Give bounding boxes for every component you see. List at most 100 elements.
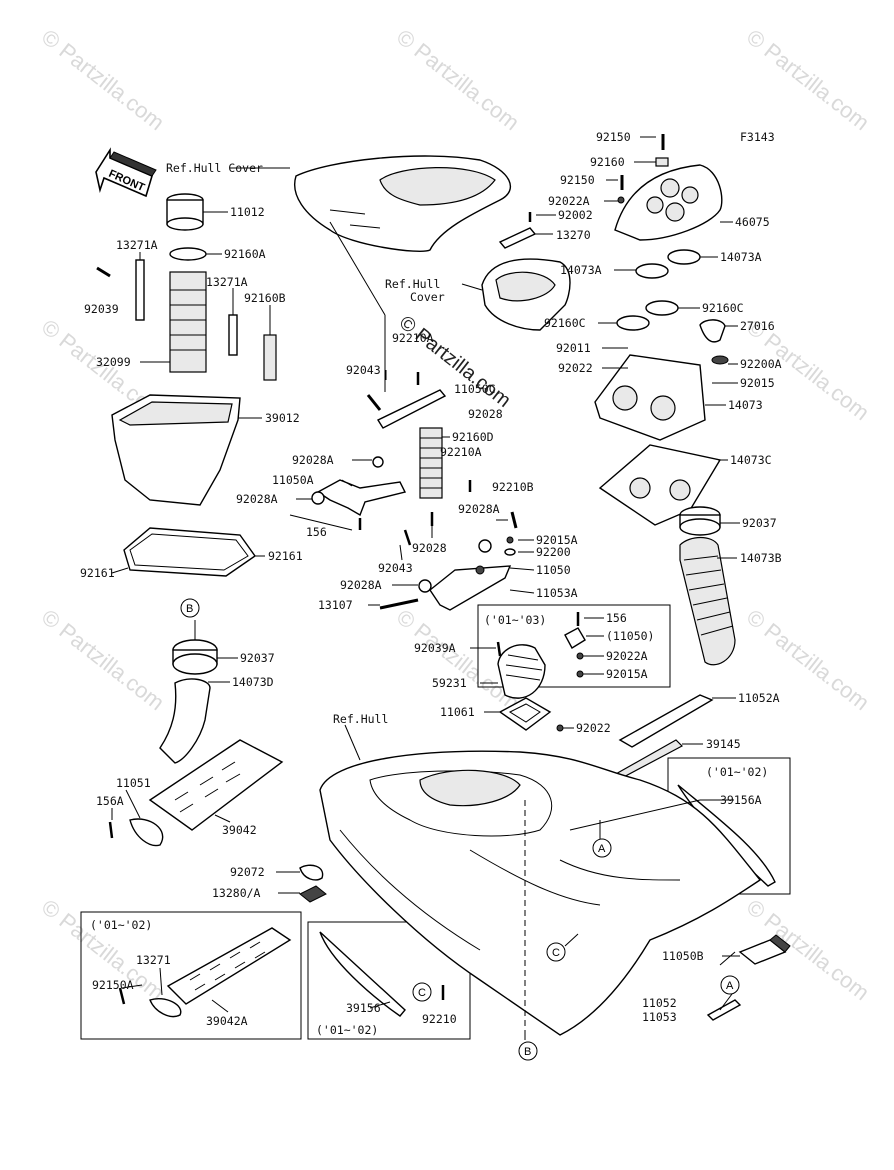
part-label: 92037: [240, 651, 275, 665]
part-label: 92210B: [492, 480, 534, 494]
part-label: 92210: [422, 1012, 457, 1026]
clamp-92037-right: [679, 506, 740, 536]
callout-b-top: B: [180, 598, 200, 618]
part-label: 14073D: [232, 675, 274, 689]
bracket-11050B: [722, 934, 791, 965]
part-label: 92022: [576, 721, 611, 735]
fitting-27016: [699, 319, 729, 365]
ref-hull-cover-mid-1: Ref.Hull: [385, 277, 440, 291]
part-label: 92015: [740, 376, 775, 390]
figure-code: F3143: [740, 130, 775, 144]
lever-11050: [379, 529, 512, 611]
duct-14073B: [679, 536, 737, 666]
watermark: © Partzilla.com: [392, 24, 524, 135]
part-label: 11061: [440, 705, 475, 719]
part-label: 92039A: [414, 641, 456, 655]
gasket-11061: [498, 697, 552, 731]
part-label: 14073C: [730, 453, 772, 467]
part-label: 13280/A: [212, 886, 261, 900]
part-label: 59231: [432, 676, 467, 690]
bracket-11050C: [376, 389, 447, 429]
watermark: © Partzilla.com: [37, 24, 169, 135]
bracket-13271A: [135, 252, 238, 356]
part-label: 92028A: [236, 492, 278, 506]
grate-59231: [496, 641, 546, 699]
rings-14073A: [635, 249, 701, 279]
nut-92022: [556, 724, 564, 732]
part-label: 46075: [735, 215, 770, 229]
watermark: © Partzilla.com: [37, 604, 169, 715]
part-label: 92072: [230, 865, 265, 879]
bolt-92150A: [118, 987, 182, 1018]
part-label: 92022A: [606, 649, 648, 663]
tray-39012: [111, 394, 262, 506]
watermark: © Partzilla.com: [742, 24, 874, 135]
part-label: 13107: [318, 598, 353, 612]
part-label: 39145: [706, 737, 741, 751]
part-label: 92043: [346, 363, 381, 377]
part-label: 14073A: [560, 263, 602, 277]
rings-92160C: [616, 300, 679, 331]
cover-46075: [614, 164, 733, 241]
part-label: 92200A: [740, 357, 782, 371]
hull-cover-top: [230, 155, 512, 252]
part-label: 92161: [80, 566, 115, 580]
spring-92160D: [419, 427, 443, 499]
part-label: 11053A: [536, 586, 578, 600]
decal-13280A: [278, 885, 327, 903]
part-label: 92160D: [452, 430, 494, 444]
part-label: 39156A: [720, 793, 762, 807]
box-right-mid-parts: [564, 612, 586, 678]
part-label: (11050): [606, 629, 654, 643]
part-label: 39042: [222, 823, 257, 837]
part-label: 13270: [556, 228, 591, 242]
box-14073: [594, 354, 726, 441]
box-right-mid: [477, 604, 671, 688]
part-label: 39042A: [206, 1014, 248, 1028]
callout-a-bracket: A: [720, 975, 740, 995]
part-label: 11050B: [662, 949, 704, 963]
callout-a-label: A: [598, 843, 606, 855]
year-range-bottom-center: ('01~'02): [316, 1023, 378, 1037]
part-label: 92150: [596, 130, 631, 144]
part-label: 11050: [536, 563, 571, 577]
decal-39156: [319, 931, 406, 1017]
hull-cover-mid: [461, 258, 571, 331]
callout-b-label: B: [186, 603, 193, 615]
part-label: 39156: [346, 1001, 381, 1015]
part-label: 11050C: [454, 382, 496, 396]
bolt-156A: [108, 818, 164, 847]
callout-b-bottom: B: [518, 1041, 538, 1061]
oring-92160A: [169, 247, 222, 261]
part-label: 92015A: [606, 667, 648, 681]
part-label: 11051: [116, 776, 151, 790]
part-label: 27016: [740, 319, 775, 333]
part-label: 92150: [560, 173, 595, 187]
year-range-bottom-left: ('01~'02): [90, 918, 152, 932]
part-label: 156: [606, 611, 627, 625]
callout-a-hull: A: [592, 838, 612, 858]
part-label: 156A: [96, 794, 124, 808]
part-label: 92210A: [440, 445, 482, 459]
part-label: 11012: [230, 205, 265, 219]
pad-92160B: [263, 305, 277, 381]
part-label: 92160B: [244, 291, 286, 305]
part-label: 92160: [590, 155, 625, 169]
intake-cap-11012: [166, 193, 228, 231]
rail-39145: [613, 739, 703, 781]
part-label: 92022A: [548, 194, 590, 208]
part-label: 92028A: [340, 578, 382, 592]
clamp-92037-left: [172, 639, 238, 675]
part-label: 92161: [268, 549, 303, 563]
clip-92072: [276, 864, 324, 881]
part-label: 92200: [536, 545, 571, 559]
rod-92043: [329, 221, 386, 411]
part-label: 92210A: [392, 331, 434, 345]
part-label: 13271A: [206, 275, 248, 289]
part-label: 92011: [556, 341, 591, 355]
tray-14073C: [598, 444, 728, 526]
part-label: 11052: [642, 996, 677, 1010]
part-label: 92160A: [224, 247, 266, 261]
watermark-center: © Partzilla.com: [395, 312, 515, 412]
